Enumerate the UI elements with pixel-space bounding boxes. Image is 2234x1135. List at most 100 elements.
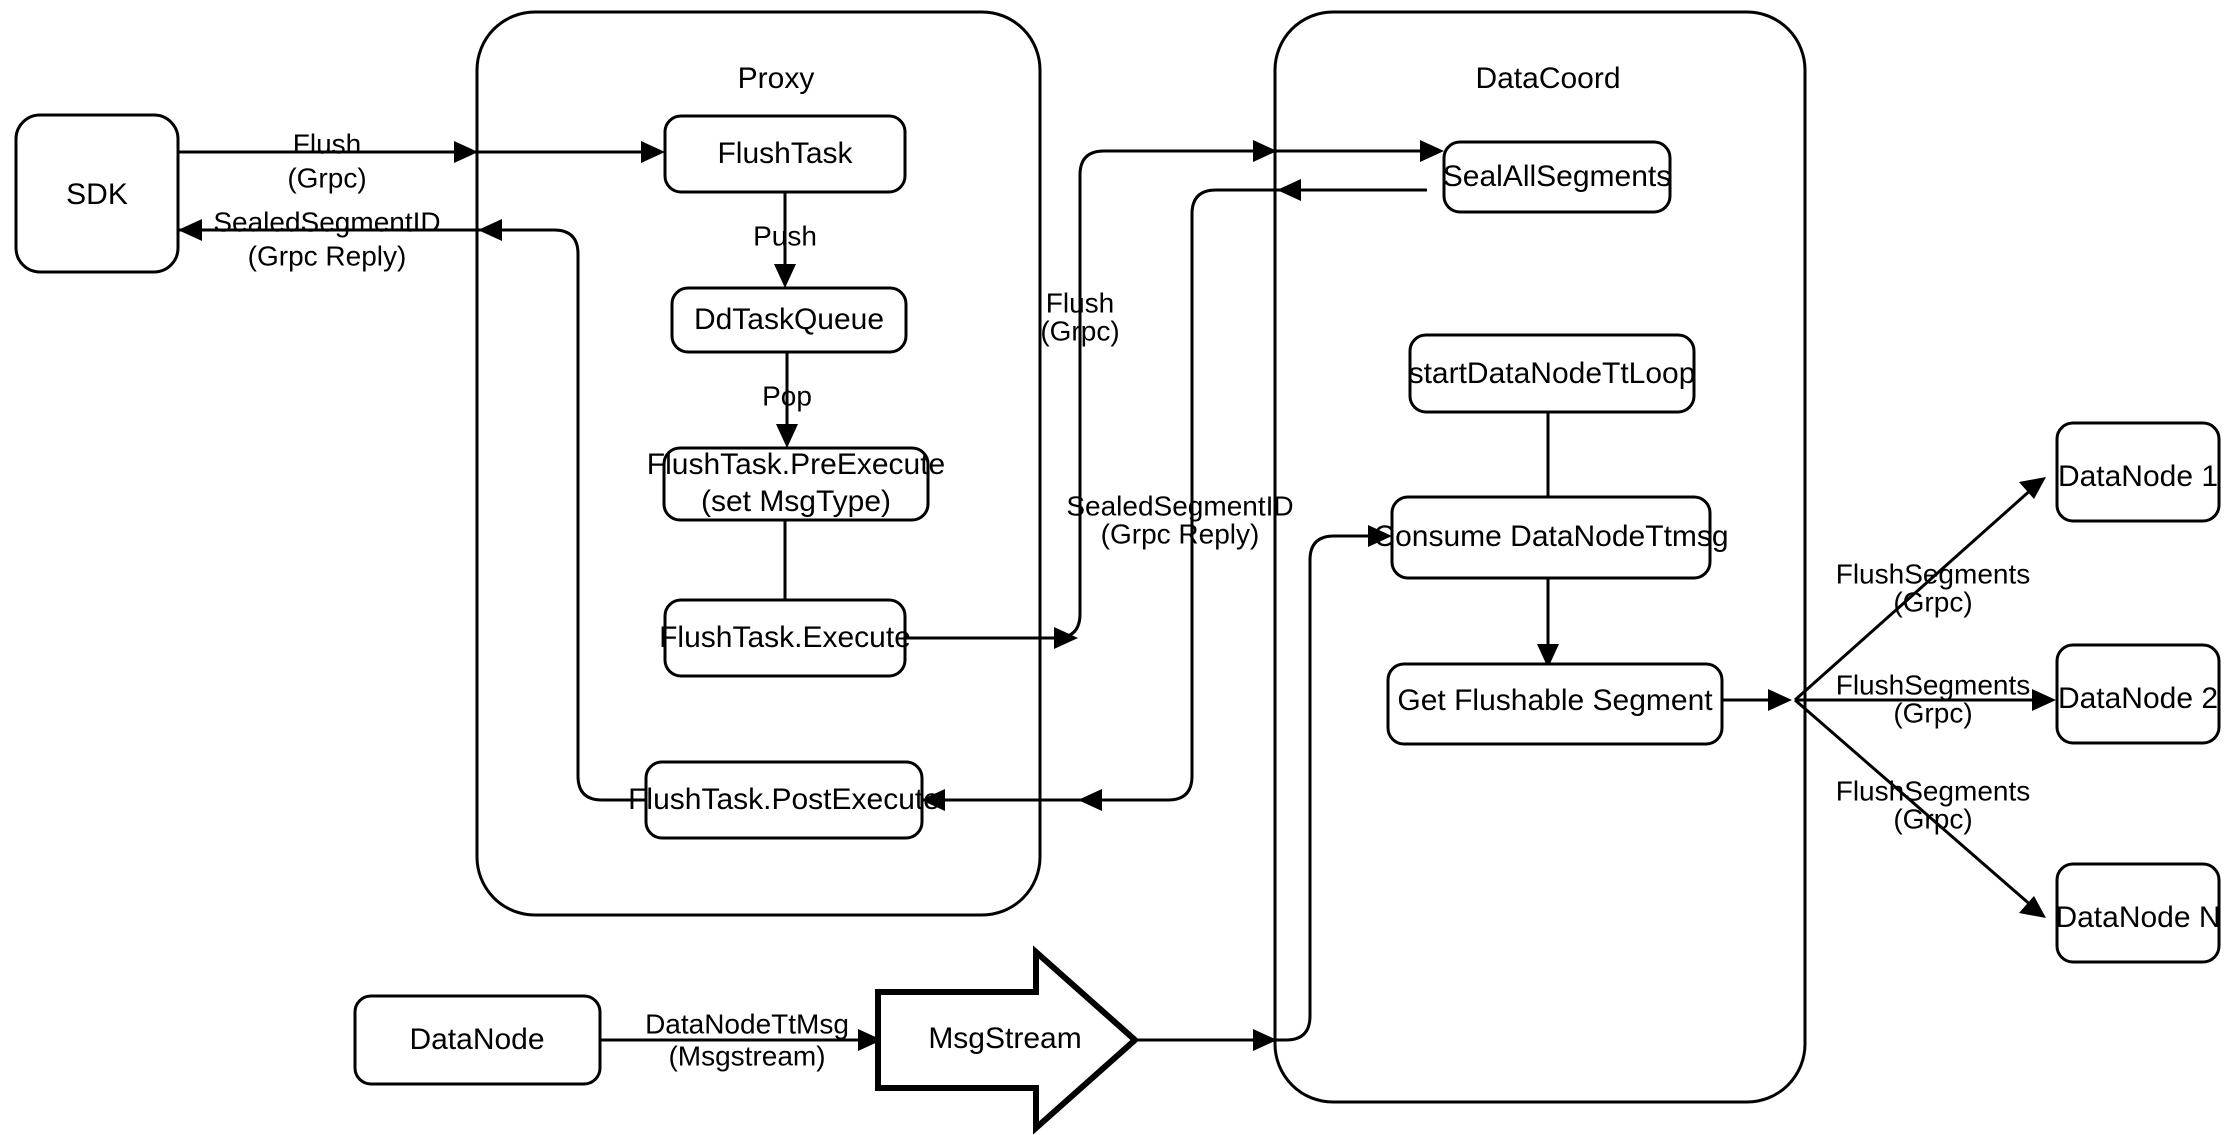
preexecute-label-line1: FlushTask.PreExecute (647, 448, 945, 481)
edge-label-flushsegments-1-line2: (Grpc) (1893, 586, 1972, 617)
arrowhead-datacoord-in-msgstream (1253, 1029, 1277, 1051)
arrowhead-postexecute (921, 789, 945, 811)
proxy-container-label: Proxy (738, 62, 815, 95)
edge-msgstream-to-consume (1130, 525, 1392, 1051)
arrowhead-consume-from-msgstream (1368, 525, 1392, 547)
node-start-datanode-ttloop[interactable]: startDataNodeTtLoop (1408, 333, 1696, 414)
arrowhead-getflushable (1537, 644, 1559, 668)
edge-sealallsegments-to-postexecute: SealedSegmentID (Grpc Reply) (921, 179, 1427, 811)
startdatanodettloop-label: startDataNodeTtLoop (1409, 357, 1696, 390)
edge-postexecute-to-sdk: SealedSegmentID (Grpc Reply) (178, 206, 646, 802)
datanoden-shape (2055, 862, 2221, 964)
sealallsegments-shape (1442, 140, 1672, 214)
arrowhead-datanoden (2019, 896, 2046, 918)
edge-ddtaskqueue-to-preexecute: Pop (762, 352, 812, 448)
node-msgstream[interactable]: MsgStream (875, 945, 1140, 1135)
node-flushtask[interactable]: FlushTask (663, 114, 907, 194)
flushtask-label: FlushTask (717, 137, 853, 170)
arrowhead-fanout-junction (1768, 689, 1792, 711)
edge-execute-to-sealallsegments: Flush (Grpc) (905, 140, 1444, 649)
arrowhead-datanode2 (2032, 689, 2056, 711)
arrowhead-sealallsegments (1420, 140, 1444, 162)
ddtaskqueue-shape (670, 286, 908, 354)
sealallsegments-label: SealAllSegments (1443, 160, 1671, 193)
ddtaskqueue-label: DdTaskQueue (694, 303, 884, 336)
edge-label-pop: Pop (762, 380, 812, 411)
arrowhead-proxy-out-flush (1054, 627, 1078, 649)
edge-label-flushsegments-2-line2: (Grpc) (1893, 697, 1972, 728)
arrowhead-push (774, 264, 796, 288)
flushtask-shape (663, 114, 907, 194)
postexecute-label: FlushTask.PostExecute (628, 783, 940, 816)
edge-datanode-to-msgstream: DataNodeTtMsg (Msgstream) (601, 1008, 882, 1071)
arrowhead-proxy-entry (454, 141, 478, 163)
edge-fanout-to-datanode2: FlushSegments (Grpc) (1795, 669, 2056, 728)
edge-label-flush-grpc-line1: Flush (293, 128, 361, 159)
datanoden-label: DataNode N (2055, 901, 2220, 934)
arrowhead-proxy-in-reply (1078, 789, 1102, 811)
node-flushtask-postexecute[interactable]: FlushTask.PostExecute (628, 760, 940, 840)
postexecute-shape (644, 760, 924, 840)
msgstream-label: MsgStream (928, 1022, 1081, 1055)
node-consume-datanode-ttmsg[interactable]: Consume DataNodeTtmsg (1373, 495, 1729, 580)
edge-label-push: Push (753, 220, 817, 251)
node-sdk[interactable]: SDK (14, 113, 180, 274)
startdatanodettloop-shape (1408, 333, 1696, 414)
arrowhead-sdk-reply (178, 219, 202, 241)
arrowhead-proxy-exit (478, 219, 502, 241)
node-get-flushable-segment[interactable]: Get Flushable Segment (1386, 662, 1724, 746)
edge-fanout-to-datanoden: FlushSegments (Grpc) (1794, 698, 2046, 918)
edge-label-proxy-coord-flush-line2: (Grpc) (1040, 315, 1119, 346)
node-datanode-1[interactable]: DataNode 1 (2055, 421, 2221, 523)
getflushablesegment-label: Get Flushable Segment (1397, 684, 1713, 717)
sdk-shape (14, 113, 180, 274)
datanode2-shape (2055, 643, 2221, 745)
edge-label-datanodettmsg-line1: DataNodeTtMsg (645, 1008, 849, 1039)
consumedatanodettmsg-shape (1390, 495, 1712, 580)
edge-label-flushsegments-2-line1: FlushSegments (1836, 669, 2031, 700)
edge-label-sealedsegmentid-line2: (Grpc Reply) (248, 240, 407, 271)
consumedatanodettmsg-label: Consume DataNodeTtmsg (1373, 520, 1728, 553)
edge-label-proxy-coord-flush-line1: Flush (1046, 287, 1114, 318)
arrowhead-datacoord-in-flush (1253, 140, 1277, 162)
arrowhead-datacoord-out-reply (1277, 179, 1301, 201)
datacoord-container-label: DataCoord (1475, 62, 1620, 95)
node-flushtask-execute[interactable]: FlushTask.Execute (659, 598, 911, 678)
edge-label-coord-proxy-reply-line1: SealedSegmentID (1066, 490, 1293, 521)
preexecute-shape (662, 446, 930, 522)
arrowhead-pop (776, 424, 798, 448)
datanode-bottom-label: DataNode (409, 1023, 544, 1056)
datanode1-shape (2055, 421, 2221, 523)
execute-shape (663, 598, 907, 678)
node-flushtask-preexecute[interactable]: FlushTask.PreExecute (set MsgType) (647, 446, 945, 522)
edge-fanout-to-datanode1: FlushSegments (Grpc) (1794, 477, 2046, 702)
node-sealallsegments[interactable]: SealAllSegments (1442, 140, 1672, 214)
edge-flushtask-to-ddtaskqueue: Push (753, 192, 817, 288)
edge-label-sealedsegmentid-line1: SealedSegmentID (213, 206, 440, 237)
edge-getflushable-to-fanout (1722, 689, 1792, 711)
msgstream-arrow-shape (875, 945, 1140, 1135)
edge-sdk-to-flushtask: Flush (Grpc) (178, 128, 665, 193)
edge-label-datanodettmsg-line2: (Msgstream) (668, 1040, 825, 1071)
arrowhead-flushtask (641, 141, 665, 163)
datanode1-label: DataNode 1 (2058, 460, 2218, 493)
edge-label-flushsegments-1-line1: FlushSegments (1836, 558, 2031, 589)
node-datanode-2[interactable]: DataNode 2 (2055, 643, 2221, 745)
getflushablesegment-shape (1386, 662, 1724, 746)
execute-label: FlushTask.Execute (659, 621, 911, 654)
edge-consume-to-getflushable (1537, 578, 1559, 668)
preexecute-label-line2: (set MsgType) (701, 485, 891, 518)
edge-label-coord-proxy-reply-line2: (Grpc Reply) (1101, 518, 1260, 549)
sdk-label: SDK (66, 178, 128, 211)
datanode-bottom-shape (353, 994, 602, 1086)
edge-label-flushsegments-n-line1: FlushSegments (1836, 775, 2031, 806)
node-ddtaskqueue[interactable]: DdTaskQueue (670, 286, 908, 354)
arrowhead-datanode1 (2019, 477, 2046, 499)
node-datanode-bottom[interactable]: DataNode (353, 994, 602, 1086)
edge-label-flush-grpc-line2: (Grpc) (287, 162, 366, 193)
datanode2-label: DataNode 2 (2058, 682, 2218, 715)
arrowhead-msgstream (858, 1029, 882, 1051)
edge-label-flushsegments-n-line2: (Grpc) (1893, 803, 1972, 834)
node-datanode-n[interactable]: DataNode N (2055, 862, 2221, 964)
